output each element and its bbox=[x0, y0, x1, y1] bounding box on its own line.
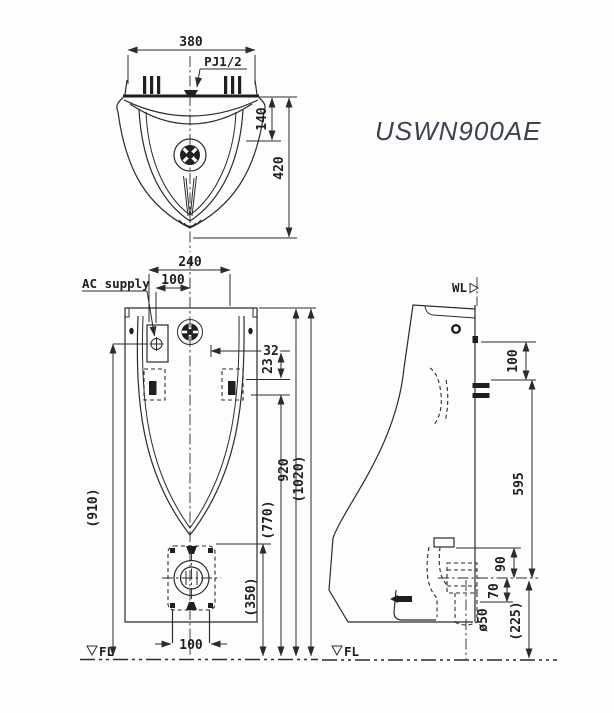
dim-side-100: 100 bbox=[506, 349, 521, 373]
dim-350: (350) bbox=[244, 577, 259, 616]
floor-level-symbol bbox=[86, 645, 98, 657]
dim-70: 70 bbox=[487, 583, 502, 599]
dim-90: 90 bbox=[494, 556, 509, 572]
dim-225: (225) bbox=[509, 601, 524, 640]
dim-top-total-depth: 420 bbox=[272, 156, 287, 180]
dim-ac-offset: 100 bbox=[161, 273, 185, 288]
floor-level-label-front: FL bbox=[99, 644, 115, 659]
dim-595: 595 bbox=[512, 472, 527, 495]
mounting-hooks bbox=[143, 76, 242, 94]
dim-outlet-width: 100 bbox=[179, 638, 203, 653]
dim-top-width: 380 bbox=[179, 35, 203, 50]
dim-32: 32 bbox=[263, 344, 279, 359]
dim-drain-diameter: ø50 bbox=[476, 608, 491, 632]
wall-line-label: WL bbox=[452, 280, 468, 295]
top-view: 380 PJ1/2 bbox=[116, 35, 297, 252]
dim-770: (770) bbox=[261, 500, 276, 539]
wall-hook-upper bbox=[472, 383, 490, 388]
floor-level-symbol-side bbox=[331, 645, 343, 657]
inlet-fitting bbox=[184, 90, 198, 96]
wall-line-symbol bbox=[469, 282, 480, 294]
dim-920: 920 bbox=[277, 458, 292, 482]
fixing-brackets bbox=[143, 368, 244, 401]
ac-supply-box bbox=[146, 324, 169, 363]
drain-trap bbox=[390, 537, 478, 626]
wall-hook-lower bbox=[472, 393, 490, 398]
dim-1020: (1020) bbox=[292, 456, 307, 503]
side-view: WL 100 595 bbox=[322, 277, 557, 661]
ac-supply-label: AC supply bbox=[82, 276, 150, 291]
dim-910: (910) bbox=[86, 488, 101, 527]
front-view: 240 100 AC supply bbox=[80, 255, 318, 661]
drain-flange bbox=[162, 545, 221, 611]
floor-level-label-side: FL bbox=[344, 644, 360, 659]
inlet-label: PJ1/2 bbox=[204, 54, 242, 69]
model-number: USWN900AE bbox=[375, 116, 542, 146]
dim-23: 23 bbox=[261, 358, 276, 374]
side-bolt bbox=[451, 324, 462, 335]
dim-top-rim-depth: 140 bbox=[255, 107, 270, 131]
